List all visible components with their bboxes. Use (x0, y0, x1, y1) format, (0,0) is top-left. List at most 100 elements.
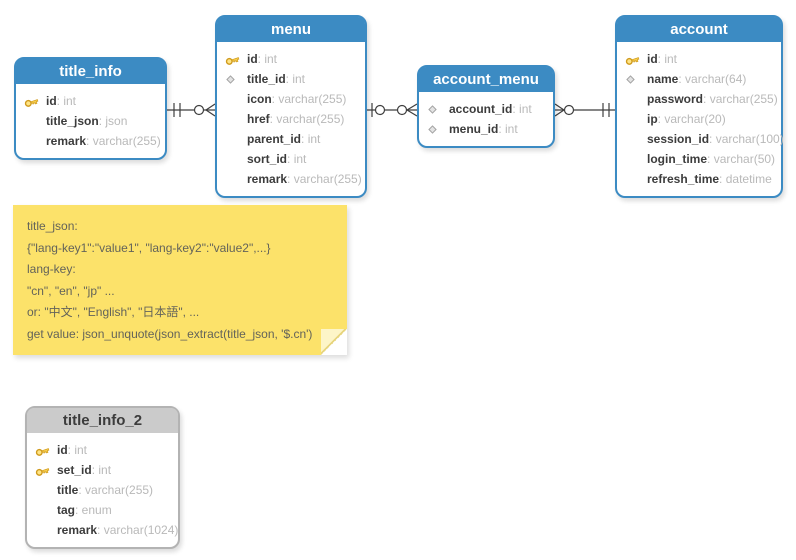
field-row-id[interactable]: idint (625, 49, 775, 69)
field-type: json (99, 114, 127, 128)
field-type: datetime (719, 172, 772, 186)
foreign-key-icon (427, 124, 449, 135)
field-name: href (247, 112, 270, 126)
field-name: parent_id (247, 132, 302, 146)
field-type: varchar(255) (272, 92, 346, 106)
field-type: enum (75, 503, 112, 517)
field-row-set_id[interactable]: set_idint (35, 460, 172, 480)
field-name: title_json (46, 114, 99, 128)
field-row-ip[interactable]: ipvarchar(20) (625, 109, 775, 129)
field-type: int (92, 463, 111, 477)
foreign-key-icon (225, 74, 247, 85)
field-name: tag (57, 503, 75, 517)
table-body: account_idint menu_idint (419, 94, 553, 146)
field-row-session_id[interactable]: session_idvarchar(100) (625, 129, 784, 149)
table-header[interactable]: menu (217, 17, 365, 44)
field-name: name (647, 72, 679, 86)
table-body: idint title_idint iconvarchar(255) hrefv… (217, 44, 365, 196)
field-name: id (57, 443, 68, 457)
field-row-login_time[interactable]: login_timevarchar(50) (625, 149, 775, 169)
relationship-title_info-menu[interactable] (167, 103, 216, 117)
note-line: "cn", "en", "jp" ... (27, 283, 115, 298)
note-line: or: "中文", "English", "日本語", ... (27, 305, 200, 319)
table-header[interactable]: account_menu (419, 67, 553, 94)
note-line: get value: json_unquote(json_extract(tit… (27, 326, 313, 341)
field-name: session_id (647, 132, 710, 146)
field-type: int (286, 72, 305, 86)
field-type: int (301, 132, 321, 146)
primary-key-icon (625, 53, 647, 66)
field-row-title_id[interactable]: title_idint (225, 69, 359, 89)
field-name: account_id (449, 102, 513, 116)
field-name: refresh_time (647, 172, 720, 186)
relationship-menu-account_menu[interactable] (367, 103, 418, 117)
field-type: int (658, 52, 677, 66)
field-type: int (512, 102, 532, 116)
primary-key-icon (24, 95, 46, 108)
field-row-remark[interactable]: remarkvarchar(255) (225, 169, 362, 189)
primary-key-icon (35, 444, 57, 457)
field-type: int (287, 152, 307, 166)
field-row-id[interactable]: idint (35, 440, 172, 460)
field-type: int (68, 443, 87, 457)
field-type: varchar(20) (658, 112, 725, 126)
field-name: id (46, 94, 57, 108)
field-row-remark[interactable]: remarkvarchar(1024) (35, 520, 178, 540)
field-row-icon[interactable]: iconvarchar(255) (225, 89, 359, 109)
field-name: set_id (57, 463, 92, 477)
field-row-menu_id[interactable]: menu_idint (427, 119, 547, 139)
field-type: varchar(255) (703, 92, 778, 106)
foreign-key-icon (625, 74, 647, 85)
foreign-key-icon (427, 104, 449, 115)
field-row-href[interactable]: hrefvarchar(255) (225, 109, 359, 129)
field-row-sort_id[interactable]: sort_idint (225, 149, 359, 169)
field-row-name[interactable]: namevarchar(64) (625, 69, 775, 89)
field-type: varchar(255) (287, 172, 362, 186)
field-row-id[interactable]: idint (24, 91, 159, 111)
field-name: login_time (647, 152, 708, 166)
table-account_menu[interactable]: account_menu account_idint menu_idint (417, 65, 555, 148)
primary-key-icon (225, 53, 247, 66)
field-row-password[interactable]: passwordvarchar(255) (625, 89, 778, 109)
field-type: int (57, 94, 76, 108)
table-menu[interactable]: menu idint title_idint iconvarchar(255) … (215, 15, 367, 198)
sticky-note[interactable]: title_json: {"lang-key1":"value1", "lang… (13, 205, 347, 355)
field-name: remark (57, 523, 98, 537)
table-body: idint title_jsonjson remarkvarchar(255) (16, 86, 165, 158)
field-type: int (498, 122, 518, 136)
field-name: id (247, 52, 258, 66)
field-name: sort_id (247, 152, 288, 166)
field-type: varchar(100) (709, 132, 784, 146)
table-body: idint namevarchar(64) passwordvarchar(25… (617, 44, 784, 196)
table-header[interactable]: title_info_2 (27, 408, 178, 435)
field-row-refresh_time[interactable]: refresh_timedatetime (625, 169, 775, 189)
field-row-title[interactable]: titlevarchar(255) (35, 480, 172, 500)
relationship-account_menu-account[interactable] (554, 103, 615, 117)
primary-key-icon (35, 464, 57, 477)
field-type: int (258, 52, 277, 66)
field-name: title (57, 483, 79, 497)
table-header[interactable]: account (617, 17, 781, 44)
field-row-title_json[interactable]: title_jsonjson (24, 111, 159, 131)
field-name: ip (647, 112, 658, 126)
field-name: icon (247, 92, 272, 106)
field-row-parent_id[interactable]: parent_idint (225, 129, 359, 149)
field-row-id[interactable]: idint (225, 49, 359, 69)
field-row-account_id[interactable]: account_idint (427, 99, 547, 119)
table-header[interactable]: title_info (16, 59, 165, 86)
table-account[interactable]: account idint namevarchar(64) passwordva… (615, 15, 784, 198)
table-title_info_2[interactable]: title_info_2 idint set_idint titlevarcha… (25, 406, 180, 549)
field-type: varchar(1024) (97, 523, 179, 537)
field-type: varchar(255) (78, 483, 153, 497)
field-row-tag[interactable]: tagenum (35, 500, 172, 520)
field-name: id (647, 52, 658, 66)
note-folded-corner-icon (321, 329, 347, 355)
table-body: idint set_idint titlevarchar(255) tagenu… (27, 435, 178, 547)
field-name: menu_id (449, 122, 499, 136)
field-row-remark[interactable]: remarkvarchar(255) (24, 131, 161, 151)
field-type: varchar(64) (678, 72, 746, 86)
field-type: varchar(50) (707, 152, 775, 166)
table-title_info[interactable]: title_info idint title_jsonjson remarkva… (14, 57, 167, 160)
